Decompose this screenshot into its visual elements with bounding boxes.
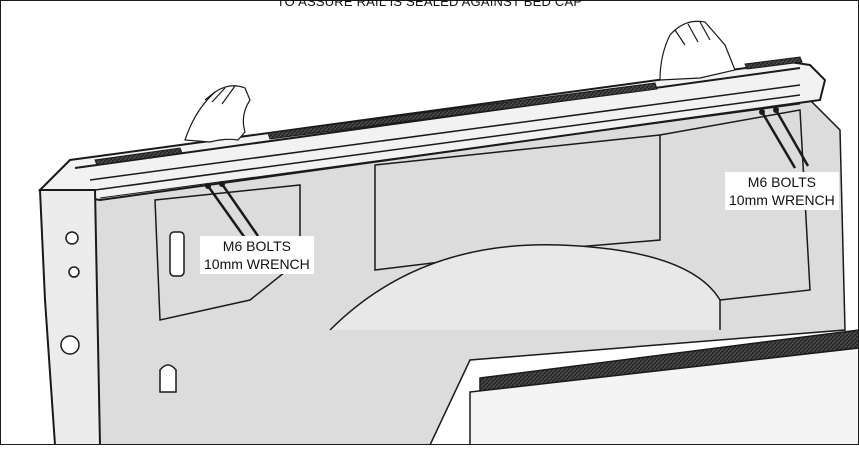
bed-cap-rail [479, 329, 859, 393]
rail-top-edge [74, 67, 801, 169]
callout-left-line1: M6 BOLTS [222, 238, 291, 254]
leader-left-2 [220, 183, 260, 237]
post-bolt-3 [60, 335, 80, 355]
bed-cap-lower [469, 347, 859, 446]
instruction-caption: TO ASSURE RAIL IS SEALED AGAINST BED CAP [276, 0, 583, 9]
bed-rib-left [154, 184, 301, 321]
rail-inner-edge-3 [99, 103, 801, 199]
left-post [38, 189, 102, 446]
callout-right-line2: 10mm WRENCH [729, 192, 835, 208]
callout-left-line2: 10mm WRENCH [204, 256, 310, 272]
seal-strip-middle [267, 82, 658, 140]
callout-right-bolts: M6 BOLTS 10mm WRENCH [725, 172, 839, 210]
post-bolt-2 [68, 266, 80, 278]
leader-left-1 [206, 185, 247, 239]
leader-right-1 [760, 111, 797, 169]
seal-strip-right [744, 56, 803, 70]
tie-down-hook [159, 364, 177, 393]
bed-rib-center [374, 134, 661, 271]
post-bolt-1 [65, 231, 79, 245]
wheel-well [329, 243, 721, 331]
callout-right-line1: M6 BOLTS [747, 174, 816, 190]
left-hand-illustration [184, 85, 251, 143]
seal-strip-left [94, 147, 183, 166]
rail-inner-edge-1 [89, 84, 801, 181]
slot-left [169, 231, 185, 277]
rail-inner-edge-2 [94, 94, 801, 191]
leader-right-2 [774, 109, 810, 167]
right-hand-illustration [659, 20, 736, 81]
callout-left-bolts: M6 BOLTS 10mm WRENCH [200, 236, 314, 274]
